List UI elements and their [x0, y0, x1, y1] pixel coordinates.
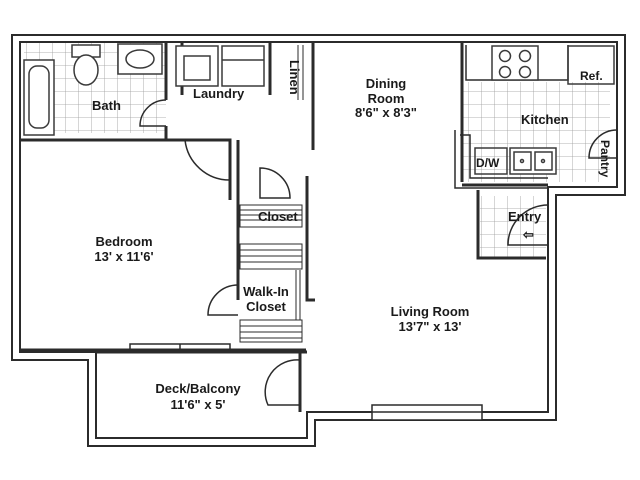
entry-arrow-icon: ⇦	[522, 227, 534, 242]
bathtub-icon	[23, 59, 55, 136]
dw-label: D/W	[476, 156, 500, 170]
sliding-door	[129, 343, 231, 351]
pantry-label: Pantry	[598, 140, 612, 178]
refrigerator-icon	[567, 45, 615, 85]
toilet-icon	[71, 44, 101, 86]
bedroom-label: Bedroom	[95, 234, 152, 249]
deck-dimensions: 11'6" x 5'	[170, 397, 225, 412]
walkin-label-line1: Walk-In	[243, 284, 289, 299]
dining-dimensions: 8'6" x 8'3"	[355, 105, 417, 120]
entry-label: Entry	[508, 209, 542, 224]
dining-label-line2: Room	[368, 91, 405, 106]
dishwasher-icon	[474, 147, 508, 175]
living-room-dimensions: 13'7" x 13'	[399, 319, 462, 334]
ref-label: Ref.	[580, 69, 603, 83]
interior-walls	[20, 42, 548, 412]
window	[371, 404, 483, 421]
stove-icon	[491, 45, 539, 81]
dining-label-line1: Dining	[366, 76, 406, 91]
closet-shelving	[239, 204, 303, 343]
closet-label: Closet	[258, 209, 298, 224]
kitchen-sink-icon	[509, 147, 557, 175]
walkin-label-line2: Closet	[246, 299, 286, 314]
washer-dryer-icon	[175, 45, 265, 87]
doors	[139, 99, 618, 406]
bedroom-dimensions: 13' x 11'6'	[94, 249, 153, 264]
linen-label: Linen	[287, 60, 302, 95]
living-room-label: Living Room	[391, 304, 470, 319]
kitchen-label: Kitchen	[521, 112, 569, 127]
laundry-label: Laundry	[193, 86, 245, 101]
linen-shelves	[297, 45, 304, 100]
sink-icon	[117, 43, 163, 75]
bath-label: Bath	[92, 98, 121, 113]
exterior-wall	[11, 34, 626, 447]
deck-label: Deck/Balcony	[155, 381, 241, 396]
